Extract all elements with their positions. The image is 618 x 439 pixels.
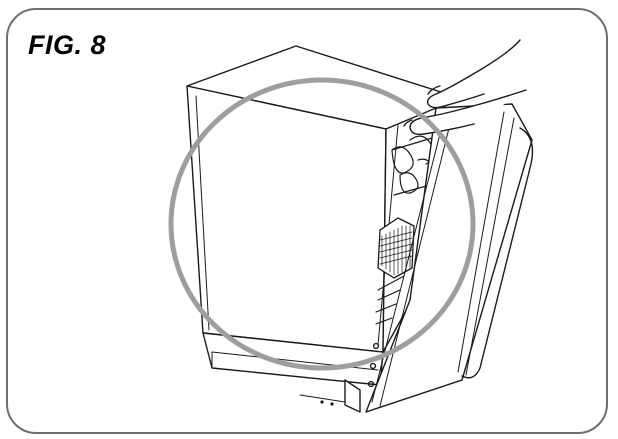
lower-rack	[375, 275, 405, 325]
door-handle	[461, 127, 534, 379]
cutlery-basket	[377, 217, 415, 279]
dishwasher-door	[365, 103, 534, 413]
leveling-bracket	[344, 379, 361, 413]
figure-label: FIG. 8	[28, 30, 107, 60]
upper-rack	[391, 135, 435, 196]
cabinet-side-panel	[186, 85, 387, 353]
highlight-circle-icon	[168, 77, 476, 371]
hands	[403, 39, 527, 136]
